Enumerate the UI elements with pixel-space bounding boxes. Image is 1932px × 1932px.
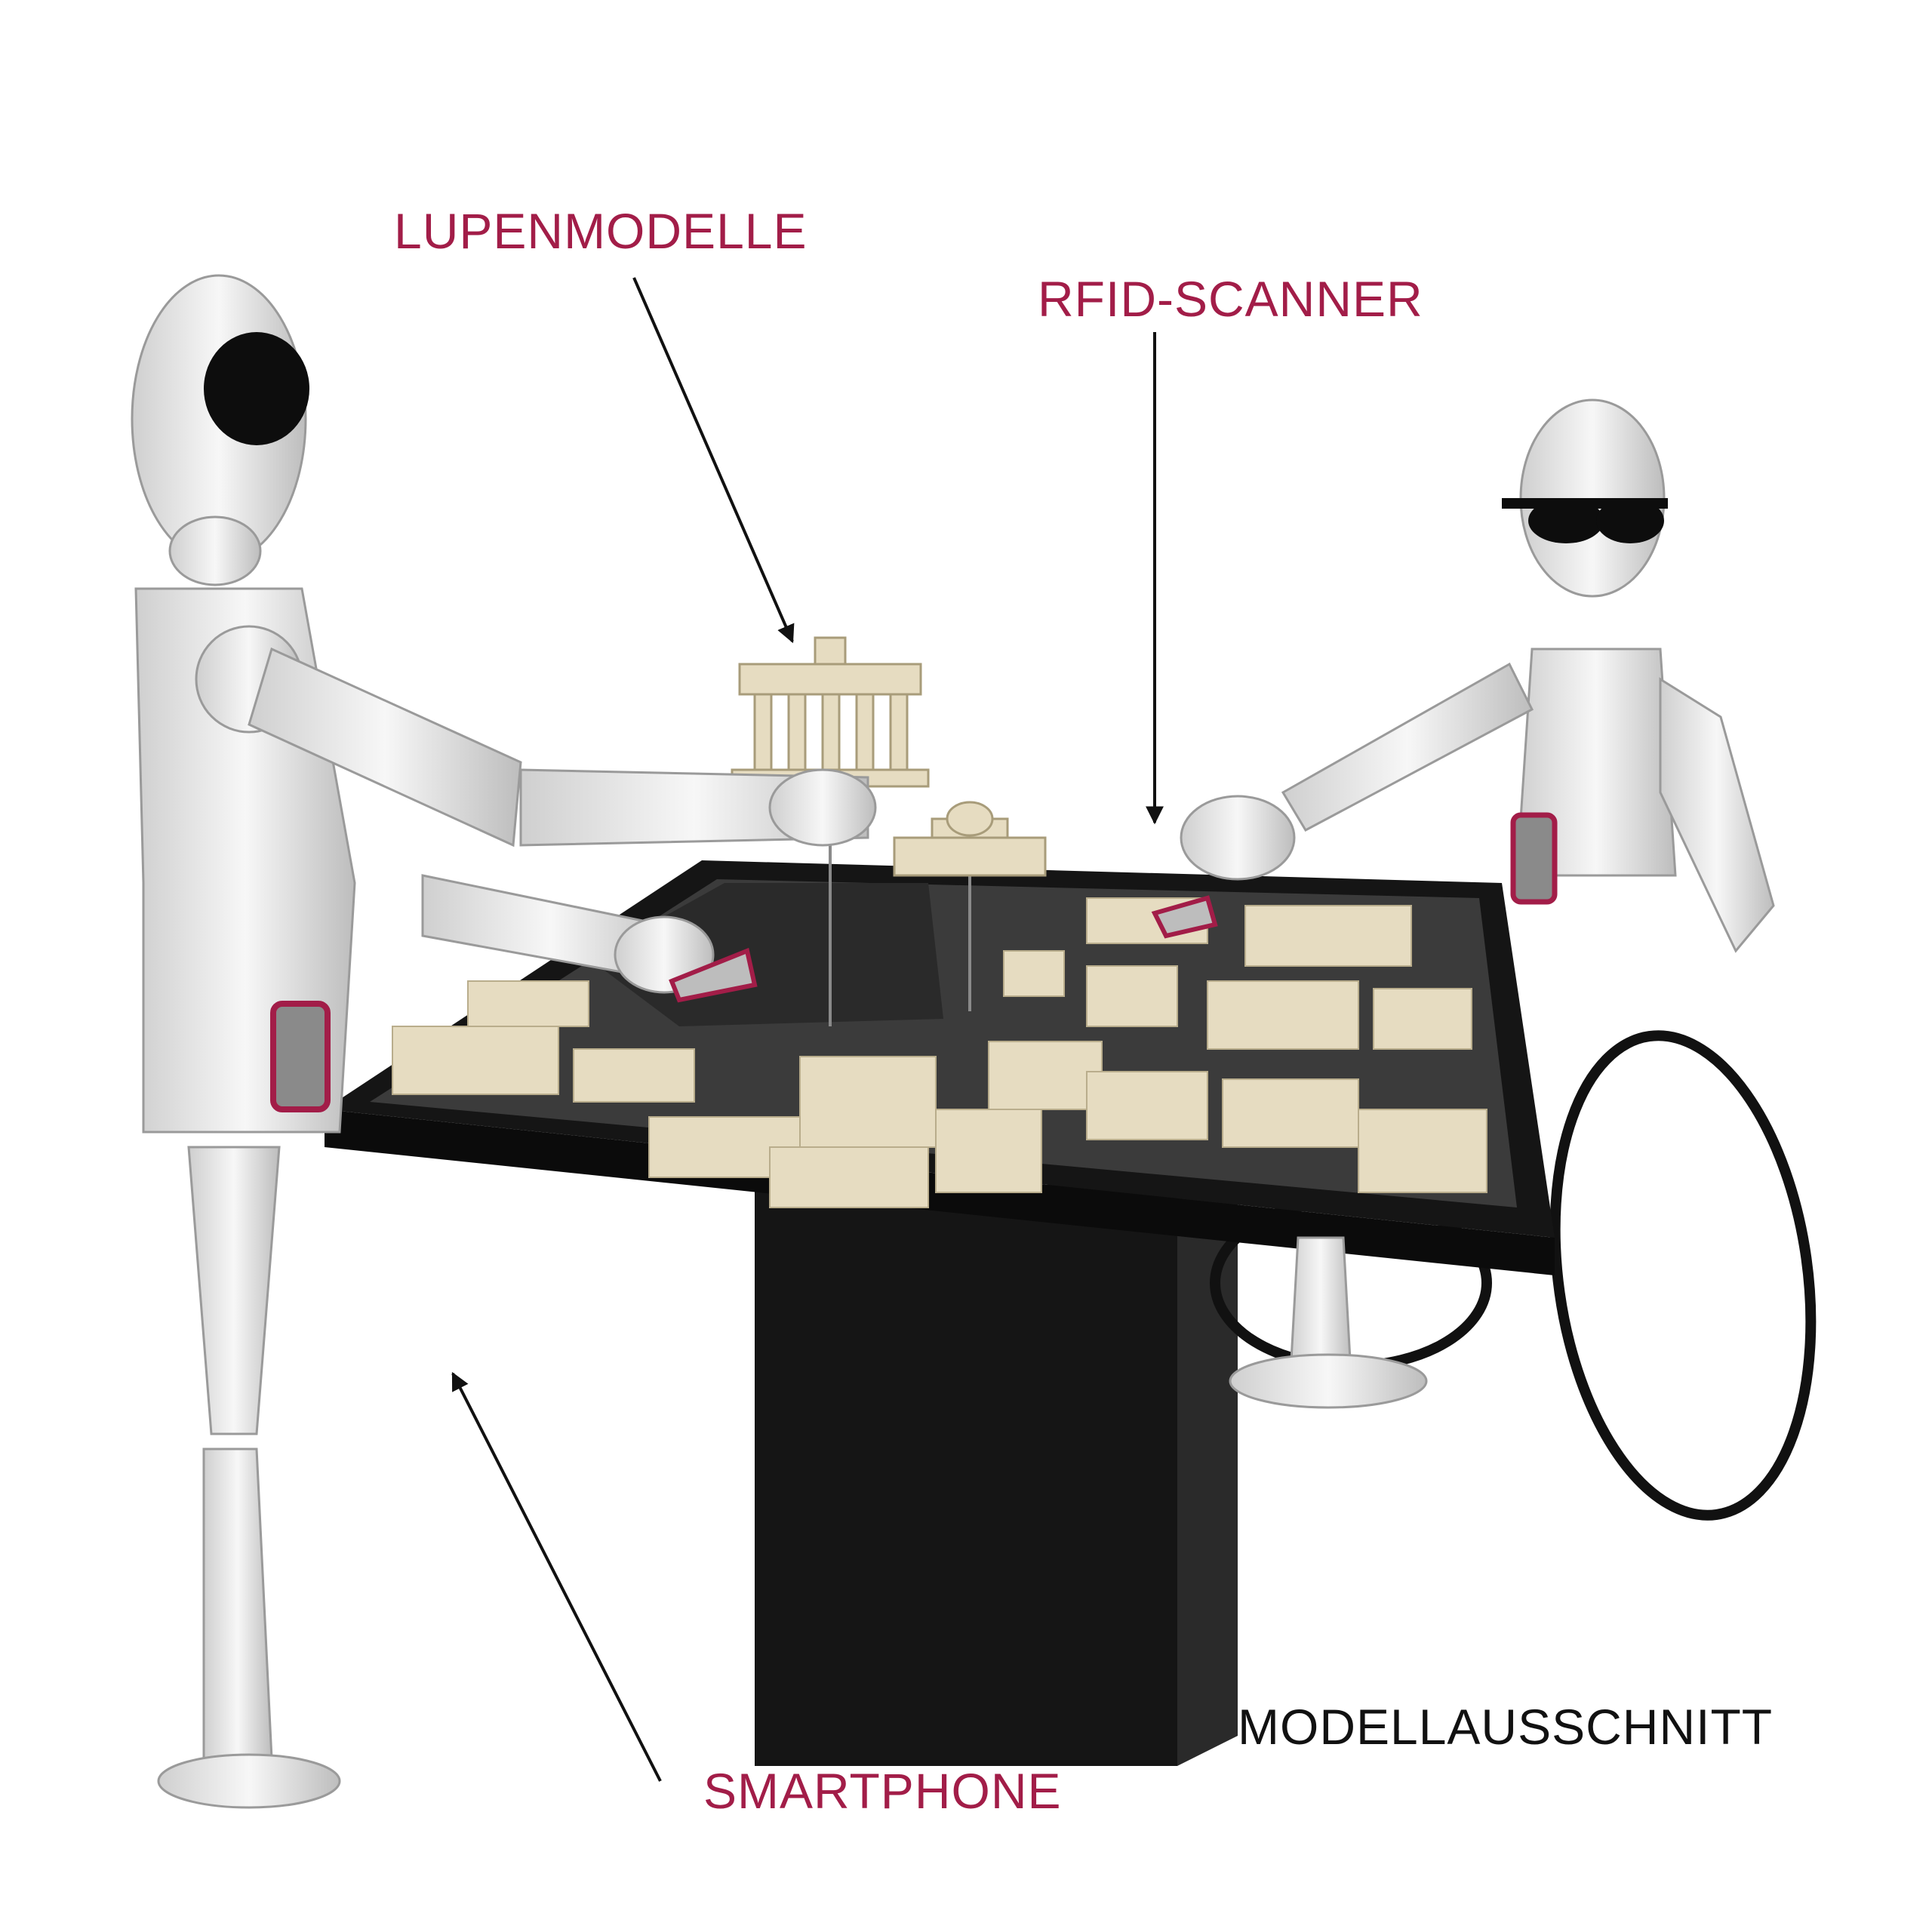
figure-right [1180, 398, 1775, 1409]
arrow-lupenmodelle [632, 277, 795, 644]
headphone-icon [204, 332, 309, 445]
smartphone-left [270, 1001, 331, 1112]
rfid-scanner-left [669, 947, 758, 1003]
table-pedestal [755, 1185, 1177, 1766]
building-blocks [392, 897, 1487, 1208]
smartphone-right [1510, 812, 1558, 905]
sunglasses-icon [1502, 498, 1668, 543]
label-smartphone: SMARTPHONE [703, 1763, 1062, 1819]
figure-left [131, 274, 877, 1809]
label-modellausschnitt: MODELLAUSSCHNITT [1238, 1699, 1774, 1755]
brandenburg-gate-model [731, 636, 930, 788]
label-lupenmodelle: LUPENMODELLE [394, 203, 808, 259]
reichstag-model [893, 801, 1047, 877]
arrow-smartphone [451, 1371, 662, 1782]
label-rfid-scanner: RFID-SCANNER [1038, 271, 1423, 327]
rfid-scanner-right [1151, 895, 1218, 939]
